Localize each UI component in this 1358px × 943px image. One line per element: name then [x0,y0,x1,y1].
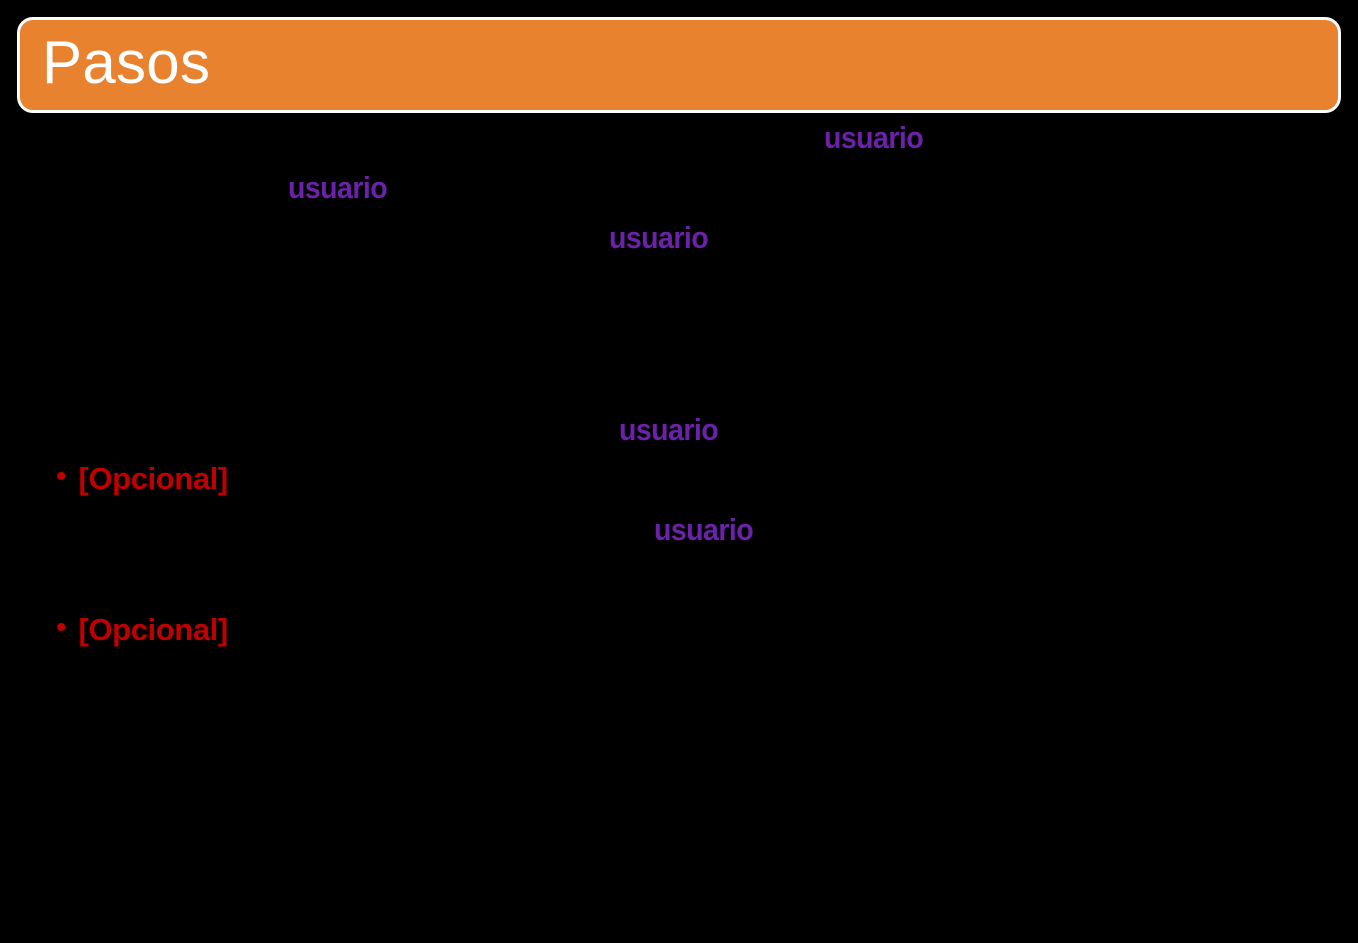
optional-label: [Opcional] [78,612,229,647]
highlighted-term: usuario [619,412,719,447]
bullet-icon: • [56,460,67,493]
optional-label: [Opcional] [78,461,229,496]
highlighted-term: usuario [609,220,709,255]
list-item: • [Opcional] [56,460,229,496]
slide-body: usuario usuario usuario usuario usuario • [Opc… [0,118,1358,943]
highlighted-term: usuario [654,512,754,547]
slide-title-bar: Pasos [17,17,1341,113]
highlighted-term: usuario [288,170,388,205]
highlighted-term: usuario [824,120,924,155]
list-item: • [Opcional] [56,611,229,647]
page-title: Pasos [42,29,211,96]
bullet-icon: • [56,611,67,644]
